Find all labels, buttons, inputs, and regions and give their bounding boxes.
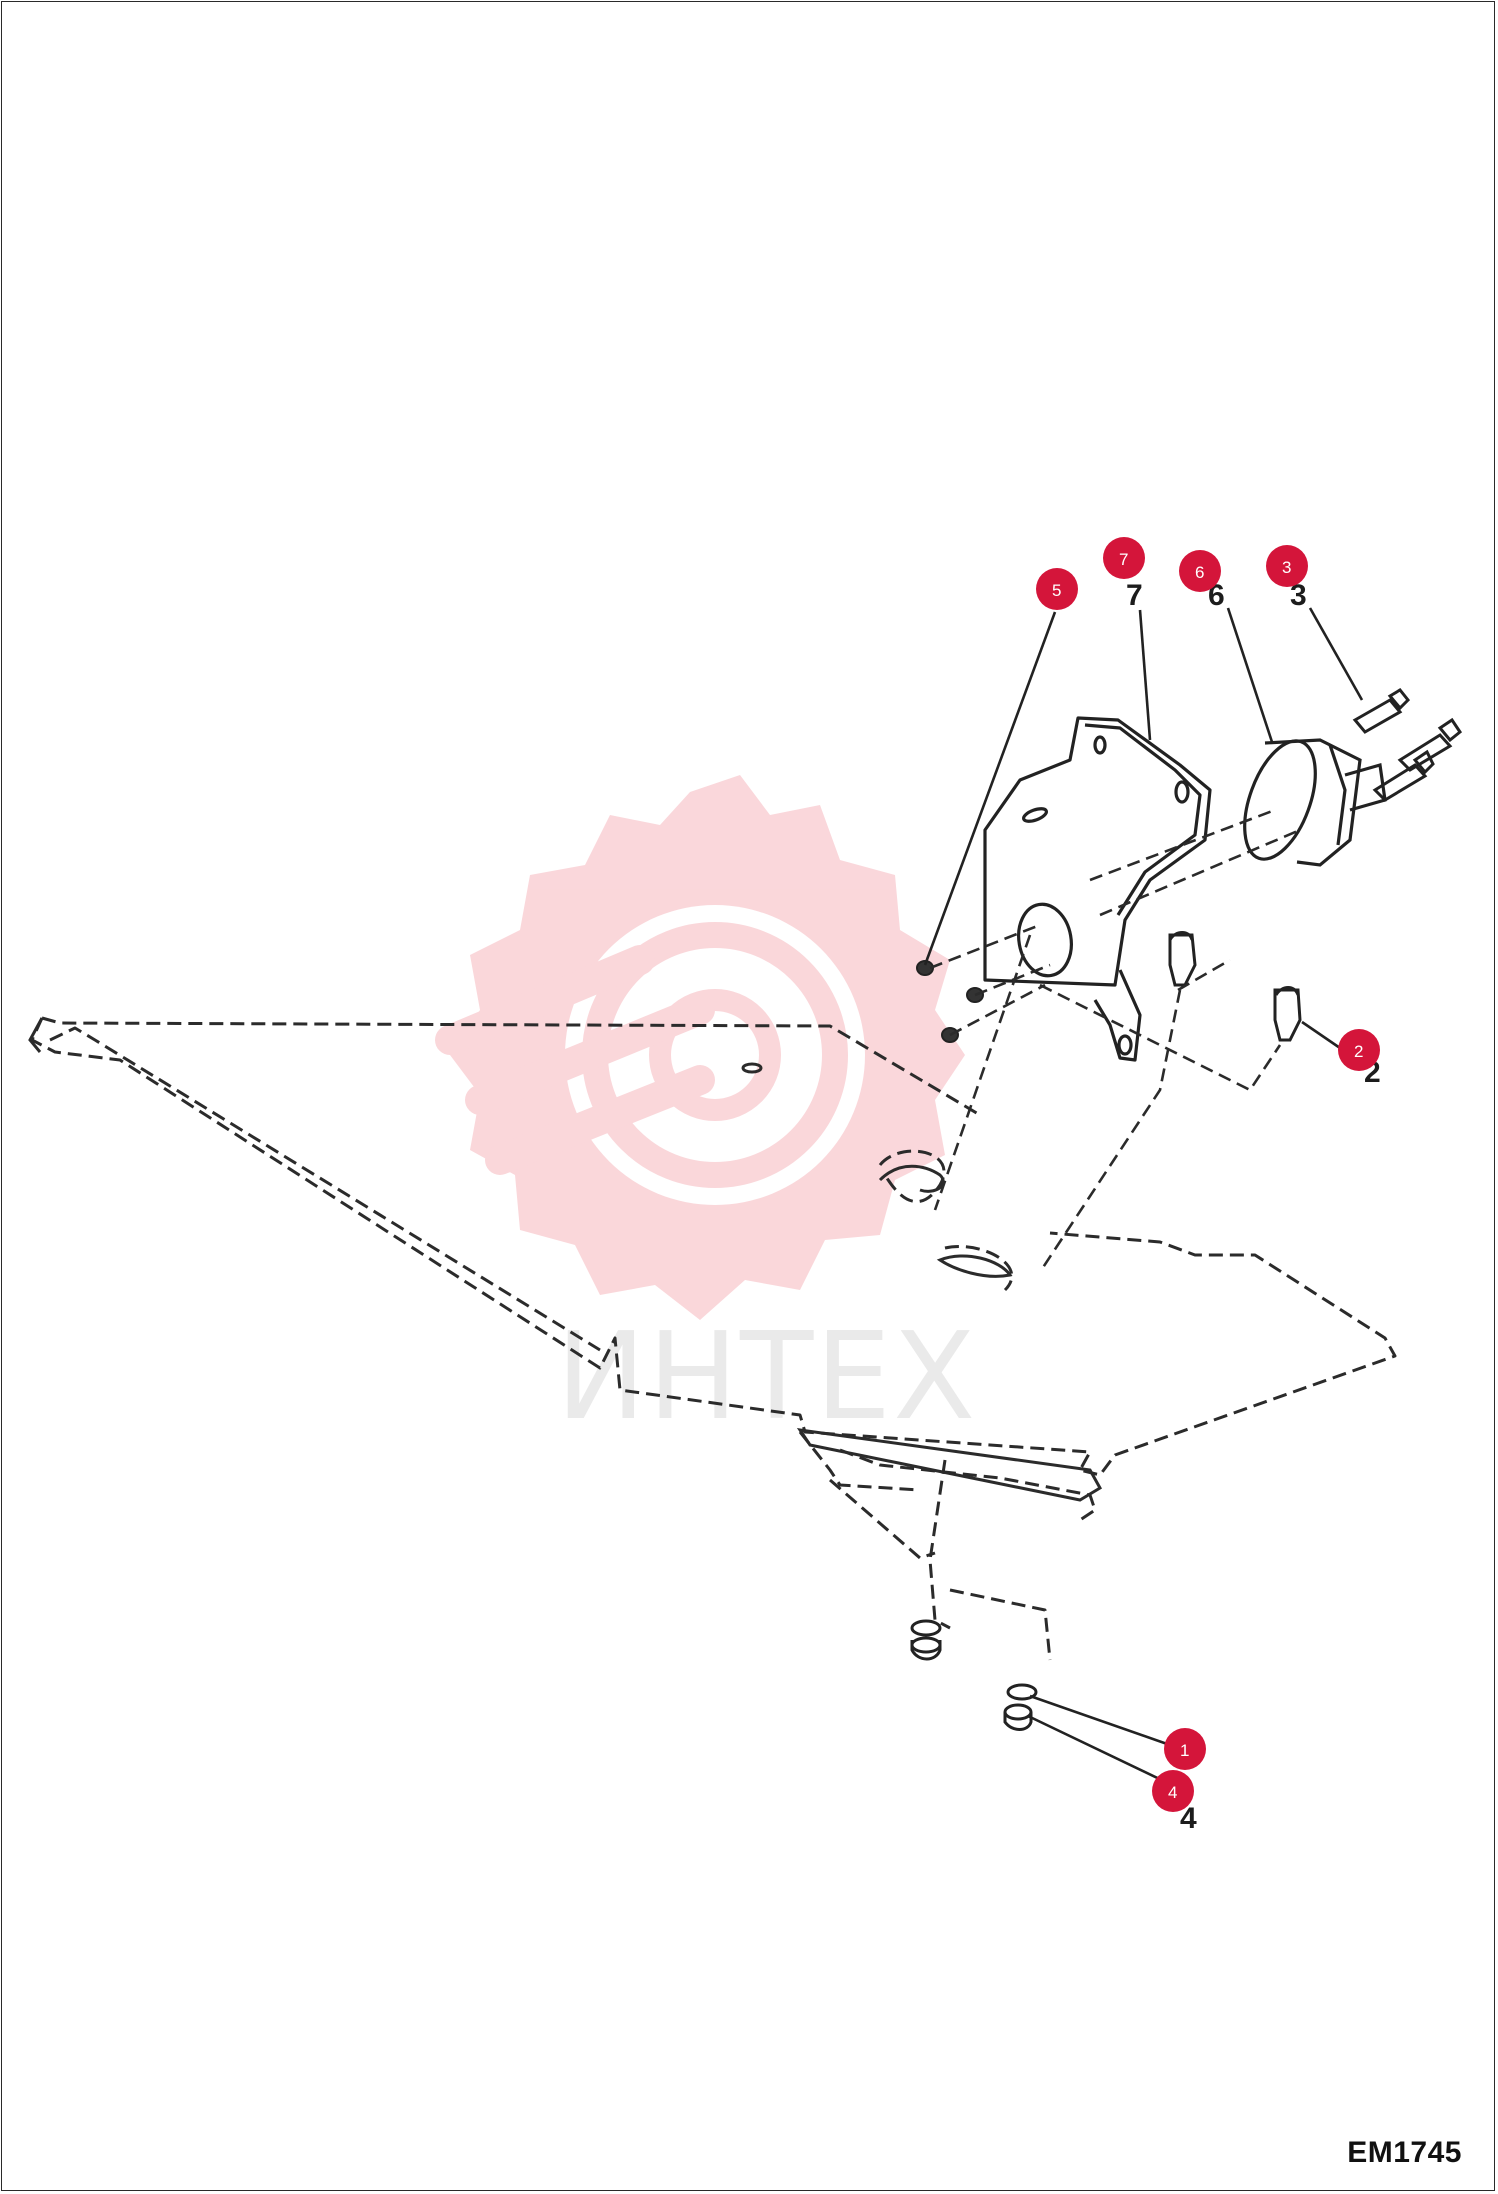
assembly-lines [929,808,1301,1273]
tray-features [28,1017,1103,1502]
callout-badge-1[interactable]: 1 [1164,1728,1206,1770]
bolt-parts [1168,931,1302,1042]
callout-label-7: 7 [1119,550,1128,569]
drawing-code: EM1745 [1347,2136,1462,2169]
callout-badge-2[interactable]: 2 [1338,1029,1380,1071]
callout-badge-5[interactable]: 5 [1036,568,1078,610]
callout-label-2: 2 [1354,1042,1363,1061]
part-number-4: 4 [1180,1802,1197,1835]
mounting-bracket [983,716,1212,1062]
part-number-3: 3 [1290,579,1307,612]
leader-lines [923,607,1364,1787]
part-number-labels: 7 6 3 2 4 [1126,579,1381,1835]
callout-badge-3[interactable]: 3 [1266,545,1308,587]
part-number-7: 7 [1126,579,1143,612]
watermark-logo: ИНТЕХ [435,775,977,1447]
callout-badges: 5 7 6 3 2 1 4 [1036,537,1380,1812]
cylinder-part [1243,738,1387,867]
tray-outline [30,1016,1397,1661]
callout-label-4: 4 [1168,1783,1177,1802]
callout-label-1: 1 [1180,1741,1189,1760]
callout-badge-6[interactable]: 6 [1179,550,1221,592]
callout-badge-7[interactable]: 7 [1103,537,1145,579]
callout-label-6: 6 [1195,563,1204,582]
bottom-fasteners [910,1619,1038,1731]
callout-badge-4[interactable]: 4 [1152,1770,1194,1812]
callout-label-5: 5 [1052,581,1061,600]
callout-label-3: 3 [1282,558,1291,577]
watermark-text: ИНТЕХ [556,1308,977,1447]
screw-parts [1352,688,1463,802]
